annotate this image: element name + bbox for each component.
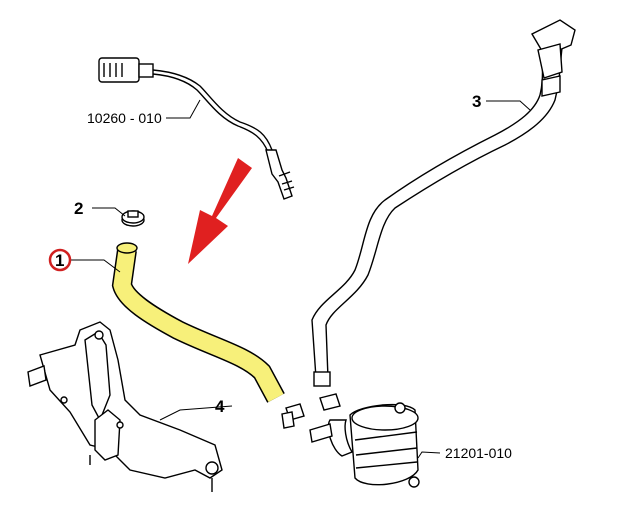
ref-sensor: 10260 - 010: [87, 110, 162, 126]
sensor-assembly[interactable]: [98, 57, 295, 200]
ref-cooler: 21201-010: [445, 445, 512, 461]
red-arrow-icon: [188, 158, 252, 264]
highlighted-hose[interactable]: [111, 242, 285, 403]
oil-cooler[interactable]: [309, 402, 420, 488]
circled-callout-icon: [48, 248, 72, 272]
leader-lines: [70, 99, 531, 459]
mounting-bracket[interactable]: [27, 321, 223, 492]
callout-2: 2: [74, 199, 83, 218]
callout-1: 1: [55, 251, 64, 270]
callout-3: 3: [472, 92, 481, 111]
long-hose[interactable]: [311, 19, 576, 387]
callout-4: 4: [215, 397, 225, 416]
clamp[interactable]: [121, 210, 145, 227]
fittings[interactable]: [281, 393, 341, 429]
